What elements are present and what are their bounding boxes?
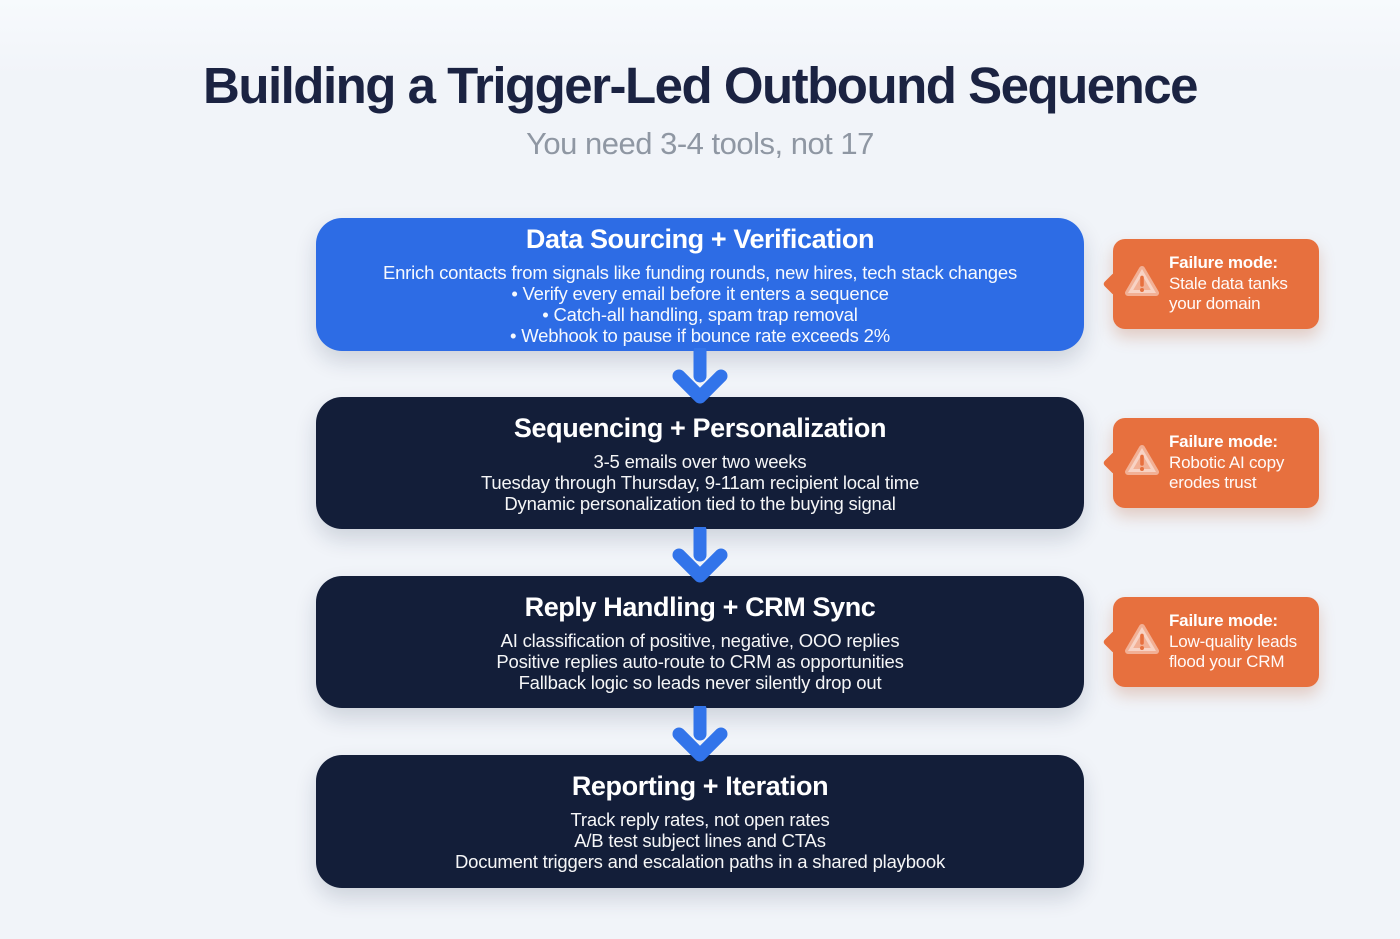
page-subtitle: You need 3-4 tools, not 17 — [526, 126, 874, 161]
step-line: • Catch-all handling, spam trap removal — [542, 303, 858, 325]
warning-triangle-icon — [1124, 265, 1160, 304]
step-line: Enrich contacts from signals like fundin… — [382, 261, 1018, 283]
down-arrow-icon — [670, 523, 730, 585]
warning-triangle-icon — [1124, 623, 1160, 662]
failure-label: Failure mode: — [1169, 253, 1278, 273]
step-line: Track reply rates, not open rates — [570, 809, 830, 830]
step-box-reporting: Reporting + Iteration Track reply rates,… — [316, 755, 1084, 888]
callout-tail — [1102, 450, 1127, 476]
step-line: • Verify every email before it enters a … — [511, 282, 889, 304]
failure-text: Robotic AI copy erodes trust — [1169, 452, 1285, 493]
failure-text: Stale data tanks your domain — [1169, 273, 1288, 314]
down-arrow-icon — [670, 344, 730, 406]
down-arrow-icon — [670, 702, 730, 764]
step-line: AI classification of positive, negative,… — [500, 629, 900, 651]
failure-text: Low-quality leads flood your CRM — [1169, 631, 1297, 672]
step-title: Reply Handling + CRM Sync — [524, 591, 876, 622]
failure-label: Failure mode: — [1169, 611, 1278, 631]
step-line: • Webhook to pause if bounce rate exceed… — [510, 324, 890, 346]
step-line: Fallback logic so leads never silently d… — [518, 671, 882, 693]
step-title: Data Sourcing + Verification — [525, 223, 875, 254]
warning-triangle-icon — [1124, 444, 1160, 483]
step-box-reply-handling: Reply Handling + CRM Sync AI classificat… — [316, 576, 1084, 708]
step-title: Sequencing + Personalization — [513, 412, 887, 443]
callout-tail — [1102, 629, 1127, 655]
step-box-sequencing: Sequencing + Personalization 3-5 emails … — [316, 397, 1084, 529]
failure-callout-low-quality-leads: Failure mode: Low-quality leads flood yo… — [1102, 597, 1319, 687]
step-title: Reporting + Iteration — [571, 771, 829, 801]
callout-tail — [1102, 271, 1127, 297]
step-line: 3-5 emails over two weeks — [593, 450, 807, 472]
step-line: Tuesday through Thursday, 9-11am recipie… — [480, 471, 920, 493]
failure-label: Failure mode: — [1169, 432, 1278, 452]
step-line: Document triggers and escalation paths i… — [454, 851, 946, 872]
failure-callout-stale-data: Failure mode: Stale data tanks your doma… — [1102, 239, 1319, 329]
step-box-data-sourcing: Data Sourcing + Verification Enrich cont… — [316, 218, 1084, 351]
page-title: Building a Trigger-Led Outbound Sequence — [202, 57, 1199, 114]
step-line: Positive replies auto-route to CRM as op… — [496, 650, 904, 672]
step-line: A/B test subject lines and CTAs — [574, 830, 826, 851]
step-line: Dynamic personalization tied to the buyi… — [504, 492, 896, 514]
failure-callout-robotic-copy: Failure mode: Robotic AI copy erodes tru… — [1102, 418, 1319, 508]
